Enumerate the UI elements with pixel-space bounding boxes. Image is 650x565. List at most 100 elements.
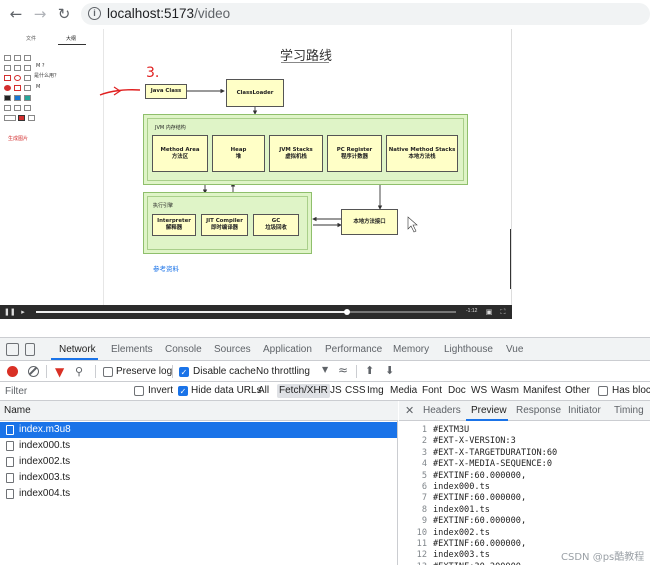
side-tab-file[interactable]: 文件 (26, 36, 37, 42)
throttling-select[interactable]: No throttling (256, 366, 310, 377)
type-filter-font[interactable]: Font (422, 385, 443, 396)
search-icon[interactable]: ⚲ (75, 365, 84, 378)
close-icon[interactable]: ✕ (405, 404, 415, 417)
java-class-box: Java Class (145, 84, 187, 99)
type-filter-manifest[interactable]: Manifest (523, 385, 561, 396)
tab-vue[interactable]: Vue (506, 344, 524, 355)
filter-input[interactable] (0, 382, 130, 400)
rect-tool-icon[interactable] (4, 75, 11, 81)
tab-sources[interactable]: Sources (214, 344, 251, 355)
save-tool-icon[interactable] (4, 105, 11, 111)
tab-timing[interactable]: Timing (614, 405, 644, 416)
address-bar[interactable]: i localhost:5173/video (81, 3, 650, 25)
eraser-tool-icon[interactable] (14, 55, 21, 61)
type-filter-all[interactable]: All (258, 385, 270, 396)
tab-application[interactable]: Application (263, 344, 312, 355)
home-tool-icon[interactable] (14, 85, 21, 91)
tab-network[interactable]: Network (59, 344, 96, 355)
type-filter-css[interactable]: CSS (345, 385, 366, 396)
device-toolbar-icon[interactable] (25, 343, 35, 356)
forward-icon[interactable]: → (33, 5, 47, 23)
preserve-log-checkbox[interactable] (103, 367, 113, 377)
code-line: 1#EXTM3U (399, 425, 650, 436)
pip-icon[interactable]: ▣ (485, 308, 493, 316)
open-tool-icon[interactable] (14, 105, 21, 111)
request-row[interactable]: index003.ts (0, 470, 397, 486)
throttle-dropdown-icon[interactable]: ▼ (322, 365, 329, 374)
name-column-header[interactable]: Name (0, 401, 398, 421)
volume-icon[interactable]: ▸ (21, 308, 25, 316)
page-edge-line (510, 229, 511, 289)
fullscreen-icon[interactable]: ⛶ (500, 308, 506, 316)
type-filter-wasm[interactable]: Wasm (491, 385, 519, 396)
type-filter-media[interactable]: Media (390, 385, 418, 396)
tab-elements[interactable]: Elements (111, 344, 153, 355)
progress-bar[interactable] (36, 309, 456, 315)
progress-knob[interactable] (343, 309, 350, 315)
tab-memory[interactable]: Memory (393, 344, 430, 355)
url-text[interactable]: localhost:5173/video (107, 6, 230, 21)
export-har-icon[interactable]: ⬇ (385, 364, 395, 377)
type-filter-other[interactable]: Other (565, 385, 591, 396)
tab-headers[interactable]: Headers (423, 405, 461, 416)
link-tool-icon[interactable] (24, 55, 31, 61)
text-tool-icon[interactable] (24, 85, 31, 91)
clear-icon[interactable] (28, 366, 39, 377)
tab-console[interactable]: Console (165, 344, 202, 355)
hide-data-urls-checkbox[interactable]: ✓ (178, 386, 188, 396)
back-icon[interactable]: ← (9, 5, 23, 23)
devtools-panel: Network Elements Console Sources Applica… (0, 337, 650, 565)
box-label: Heap (230, 146, 247, 153)
network-conditions-icon[interactable]: ≈ (338, 363, 349, 377)
type-filter-doc[interactable]: Doc (448, 385, 466, 396)
filter-icon[interactable]: ▼ (55, 365, 65, 379)
request-row[interactable]: index000.ts (0, 438, 397, 454)
tab-performance[interactable]: Performance (325, 344, 383, 355)
generate-image-label[interactable]: 生成图片 (8, 136, 29, 142)
color-black-icon[interactable] (4, 95, 11, 101)
select-tool-icon[interactable] (4, 65, 11, 71)
invert-checkbox[interactable] (134, 386, 144, 396)
has-blocked-checkbox[interactable] (598, 386, 608, 396)
site-info-icon[interactable]: i (88, 7, 101, 20)
type-filter-ws[interactable]: WS (471, 385, 488, 396)
reference-link[interactable]: 参考资料 (153, 265, 179, 273)
pause-icon[interactable]: ❚❚ (4, 308, 16, 316)
arrow-tool-icon[interactable] (24, 65, 31, 71)
color-dropdown-icon[interactable] (28, 115, 35, 121)
tab-response[interactable]: Response (516, 405, 562, 416)
tab-preview[interactable]: Preview (471, 405, 507, 416)
type-filter-fetch-xhr[interactable]: Fetch/XHR (277, 384, 330, 398)
ellipse-tool-icon[interactable] (14, 75, 21, 81)
reload-icon[interactable]: ↻ (57, 5, 71, 23)
code-line: 5#EXTINF:60.000000, (399, 471, 650, 482)
request-row[interactable]: index004.ts (0, 486, 397, 502)
zoom-tool-icon[interactable] (24, 95, 31, 101)
size-select-icon[interactable] (4, 115, 16, 121)
pen-tool-icon[interactable] (4, 55, 11, 61)
fill-tool-icon[interactable] (4, 85, 11, 91)
record-icon[interactable] (7, 366, 18, 377)
execution-engine-label: 执行引擎 (153, 203, 174, 209)
devtools-tabbar: Network Elements Console Sources Applica… (0, 338, 650, 361)
clear-tool-icon[interactable] (24, 105, 31, 111)
side-tab-outline[interactable]: 大纲 (66, 36, 77, 42)
type-filter-js[interactable]: JS (330, 385, 342, 396)
request-list: Name index.m3u8 index000.ts index002.ts … (0, 401, 398, 565)
shape-tool-icon[interactable] (24, 75, 31, 81)
request-row[interactable]: index.m3u8 (0, 422, 397, 438)
disable-cache-checkbox[interactable]: ✓ (179, 367, 189, 377)
tab-initiator[interactable]: Initiator (568, 405, 601, 416)
request-row[interactable]: index002.ts (0, 454, 397, 470)
color-red-swatch[interactable] (18, 115, 25, 121)
inspect-element-icon[interactable] (6, 343, 19, 356)
type-filter-img[interactable]: Img (367, 385, 384, 396)
import-har-icon[interactable]: ⬆ (365, 364, 375, 377)
tab-lighthouse[interactable]: Lighthouse (444, 344, 493, 355)
side-note: M (36, 84, 41, 90)
line-tool-icon[interactable] (14, 65, 21, 71)
color-blue-icon[interactable] (14, 95, 21, 101)
video-player[interactable]: 文件 大纲 M ? 是什么用？ M (0, 29, 512, 319)
